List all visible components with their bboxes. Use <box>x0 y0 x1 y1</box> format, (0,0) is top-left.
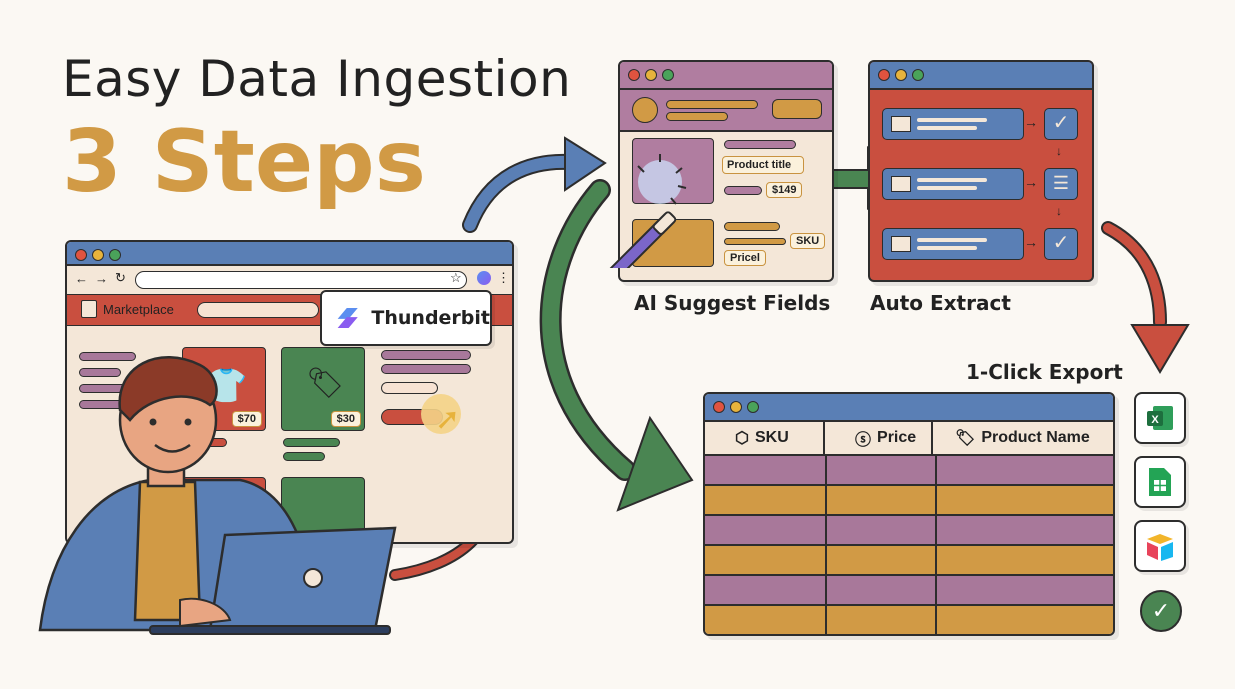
thunderbit-name: Thunderbit <box>371 307 490 329</box>
headline-line2: 3 Steps <box>62 112 426 212</box>
cube-icon: ⬡ <box>735 430 749 447</box>
header-line <box>666 100 758 109</box>
extract-row-2 <box>882 168 1024 200</box>
price-tag-icon: 🏷 <box>306 367 345 400</box>
site-search-bar[interactable] <box>197 302 319 318</box>
content-line <box>724 186 762 195</box>
price-tag-1: $70 <box>231 411 262 427</box>
menu-dots-icon[interactable]: ⋮ <box>497 270 510 285</box>
table-row <box>705 484 1113 514</box>
sidebar-line <box>79 368 121 377</box>
step1-label: AI Suggest Fields <box>634 291 831 315</box>
header-button <box>772 99 822 119</box>
check-icon: ✓ <box>1044 108 1078 140</box>
bookmark-star-icon[interactable]: ☆ <box>450 270 462 285</box>
magic-wand-icon <box>605 154 687 268</box>
person-with-laptop-illustration <box>38 356 397 635</box>
table-row <box>705 454 1113 484</box>
content-line <box>724 238 786 245</box>
click-highlight <box>421 394 461 434</box>
header-line <box>666 112 728 121</box>
site-name: Marketplace <box>103 302 174 317</box>
column-sku[interactable]: ⬡SKU <box>705 422 825 454</box>
headline-line1: Easy Data Ingestion <box>62 50 572 108</box>
table-icon <box>891 116 911 132</box>
ai-suggest-window: Product title $149 SKU Pricel <box>618 60 834 282</box>
thunderbit-logo-icon <box>337 307 358 329</box>
card-caption-line <box>283 452 325 461</box>
shopping-bag-icon <box>81 300 97 318</box>
table-row <box>705 514 1113 544</box>
product-card-tag[interactable]: 🏷 $30 <box>281 347 365 431</box>
avatar-icon <box>632 97 658 123</box>
price-tag-2: $30 <box>330 411 361 427</box>
excel-icon[interactable]: X <box>1134 392 1186 444</box>
cursor-icon: ➚ <box>435 403 461 436</box>
field-price-value[interactable]: $149 <box>766 182 803 198</box>
address-bar[interactable] <box>135 271 467 289</box>
check-icon: ✓ <box>1044 228 1078 260</box>
field-sku[interactable]: SKU <box>790 233 826 249</box>
tag-icon: 🏷 <box>955 430 976 447</box>
list-icon: ☰ <box>1044 168 1078 200</box>
table-icon <box>891 236 911 252</box>
extract-row-1 <box>882 108 1024 140</box>
column-product-name[interactable]: 🏷Product Name <box>955 429 1090 447</box>
table-row <box>705 574 1113 604</box>
table-row <box>705 604 1113 634</box>
airtable-icon[interactable] <box>1134 520 1186 572</box>
step3-label: 1-Click Export <box>966 360 1123 384</box>
sidebar-line <box>79 352 136 361</box>
google-sheets-icon[interactable] <box>1134 456 1186 508</box>
auto-extract-window: → ✓ ↓ → ☰ ↓ → ✓ <box>868 60 1094 282</box>
extract-row-3 <box>882 228 1024 260</box>
field-price[interactable]: Pricel <box>724 250 766 266</box>
thunderbit-extension-icon[interactable] <box>477 271 491 285</box>
thunderbit-badge[interactable]: Thunderbit <box>320 290 492 346</box>
detail-line <box>381 382 438 394</box>
svg-text:X: X <box>1151 414 1159 426</box>
card-caption-line <box>283 438 340 447</box>
detail-line <box>381 364 471 374</box>
back-icon[interactable]: ← <box>75 271 88 286</box>
reload-icon[interactable]: ↻ <box>115 270 126 285</box>
detail-line <box>381 350 471 360</box>
dollar-icon: ⓢ <box>855 432 872 449</box>
content-line <box>724 140 796 149</box>
table-icon <box>891 176 911 192</box>
content-line <box>724 222 780 231</box>
checkmark-icon: ✓ <box>1140 590 1182 632</box>
step2-label: Auto Extract <box>870 291 1011 315</box>
forward-icon[interactable]: → <box>95 271 108 286</box>
table-row <box>705 544 1113 574</box>
field-product-title[interactable]: Product title <box>722 156 805 174</box>
